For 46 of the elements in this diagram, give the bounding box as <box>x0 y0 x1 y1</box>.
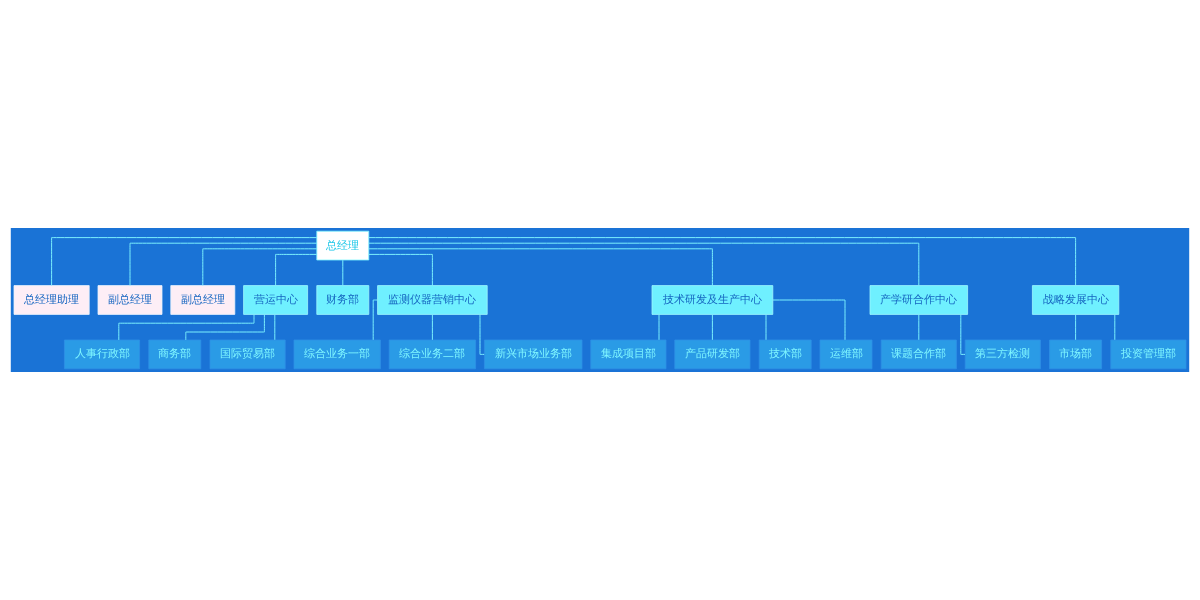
node-box: 总经理助理 <box>13 285 90 315</box>
node-box: 技术研发及生产中心 <box>651 285 774 315</box>
node-box: 战略发展中心 <box>1032 285 1120 315</box>
connector <box>368 237 1077 286</box>
connector <box>202 248 318 286</box>
node-box: 集成项目部 <box>590 339 667 370</box>
connector <box>368 253 433 287</box>
connector <box>918 314 920 341</box>
connector <box>368 248 713 286</box>
connector <box>431 314 433 341</box>
connector <box>1075 314 1077 341</box>
node-box: 监测仪器营销中心 <box>377 285 488 315</box>
node-box: 人事行政部 <box>64 339 140 370</box>
node-box: 总经理 <box>316 230 370 261</box>
node-box: 运维部 <box>819 339 873 370</box>
connector <box>372 299 378 341</box>
connector <box>342 259 344 286</box>
node-box: 课题合作部 <box>880 339 957 370</box>
node-box: 新兴市场业务部 <box>484 339 583 370</box>
node-box: 产学研合作中心 <box>869 285 968 315</box>
node-box: 国际贸易部 <box>209 339 286 370</box>
connector <box>51 237 318 286</box>
node-box: 副总经理 <box>97 285 163 315</box>
connector <box>960 314 966 355</box>
connector <box>658 314 660 341</box>
connector <box>274 314 276 341</box>
node-box: 投资管理部 <box>1110 339 1187 370</box>
connector <box>129 242 318 286</box>
connector <box>185 314 265 341</box>
connector <box>1114 314 1116 341</box>
node-box: 市场部 <box>1049 339 1102 370</box>
node-box: 技术部 <box>758 339 812 370</box>
node-box: 综合业务二部 <box>388 339 476 370</box>
node-box: 综合业务一部 <box>293 339 381 370</box>
connector <box>765 314 767 341</box>
connector <box>711 314 713 341</box>
node-box: 商务部 <box>148 339 202 370</box>
node-box: 产品研发部 <box>674 339 751 370</box>
node-box: 营运中心 <box>243 285 308 315</box>
node-box: 副总经理 <box>170 285 236 315</box>
connector <box>275 253 318 287</box>
connector <box>368 242 920 286</box>
connector <box>772 299 846 341</box>
connector <box>118 314 255 341</box>
connector <box>479 314 485 355</box>
node-box: 财务部 <box>316 285 370 315</box>
